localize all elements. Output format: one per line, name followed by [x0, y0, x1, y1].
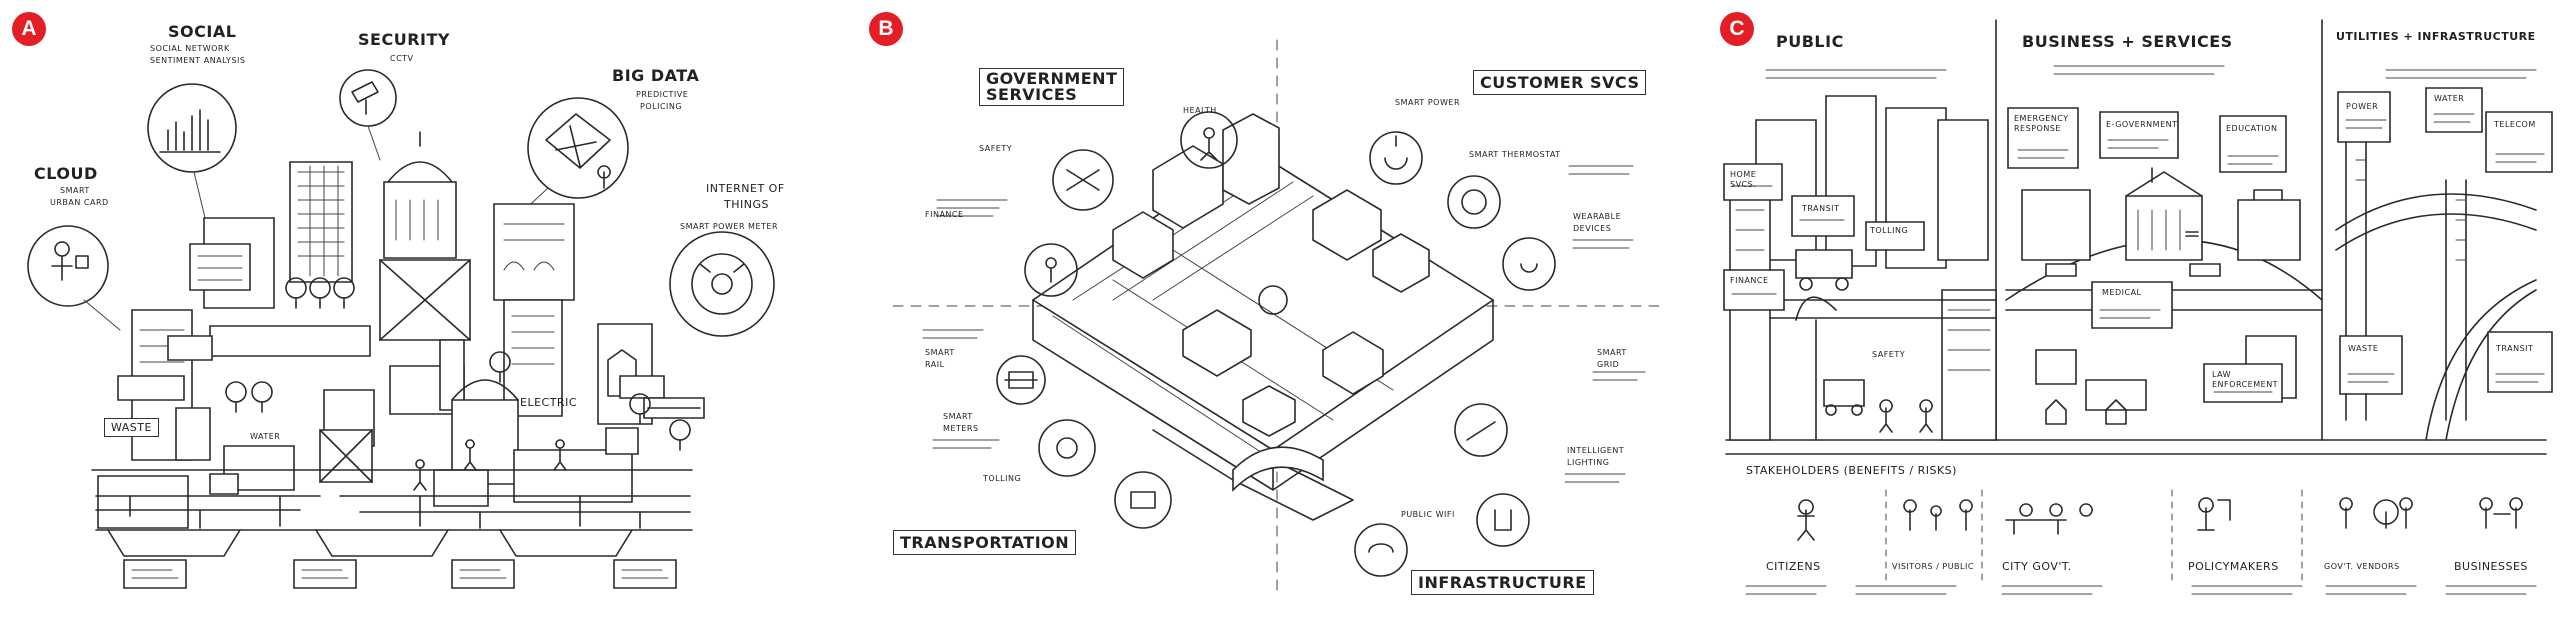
- label-finance: Finance: [1730, 276, 1769, 285]
- business-buildings: [2006, 168, 2322, 424]
- label-urban-card: Urban Card: [50, 198, 109, 207]
- bottom-plates: [124, 560, 676, 588]
- label-telecom: Telecom: [2494, 120, 2536, 129]
- label-law: Law: [2212, 370, 2232, 379]
- panel-b-sketch: [853, 0, 1706, 624]
- label-devices: Devices: [1573, 224, 1612, 233]
- label-things: Things: [724, 198, 769, 211]
- label-medical: Medical: [2102, 288, 2142, 297]
- label-big-data: Big Data: [612, 66, 700, 85]
- label-smart-meters-1: Smart: [943, 412, 973, 421]
- label-public-wifi: Public WiFi: [1401, 510, 1455, 519]
- social-bar-chart-icon: [148, 84, 236, 172]
- label-social: Social: [168, 22, 237, 41]
- cloud-smart-card-icon: [28, 226, 108, 306]
- label-sentiment-analysis: Sentiment Analysis: [150, 56, 246, 65]
- label-smart-power: Smart Power: [1395, 98, 1461, 107]
- security-cctv-icon: [340, 70, 396, 126]
- label-waste: Waste: [104, 418, 159, 437]
- label-smart-rail-1: Smart: [925, 348, 955, 357]
- label-transit: Transit: [1802, 204, 1840, 213]
- label-smart-meters-2: Meters: [943, 424, 979, 433]
- label-government-services: Government Services: [979, 68, 1125, 106]
- label-city-govt: City Gov't.: [2002, 560, 2072, 573]
- label-smart-rail-2: Rail: [925, 360, 945, 369]
- panel-a-badge: A: [12, 12, 46, 46]
- sign-boxes: [1724, 88, 2552, 402]
- label-e-government: E-Government: [2106, 120, 2178, 129]
- label-power: Power: [2346, 102, 2379, 111]
- label-smart-thermostat: Smart Thermostat: [1469, 150, 1561, 159]
- panel-a-smart-city-technologies: A: [0, 0, 853, 624]
- label-internet-of: Internet of: [706, 182, 785, 195]
- label-intelligent: Intelligent: [1567, 446, 1625, 455]
- label-cloud: Cloud: [34, 164, 98, 183]
- label-svcs: Svcs.: [1730, 180, 1757, 189]
- panel-a-sketch: [0, 0, 853, 624]
- big-data-map-icon: [528, 98, 628, 198]
- label-stakeholders: Stakeholders (Benefits / Risks): [1746, 464, 1957, 477]
- label-public: Public: [1776, 32, 1844, 51]
- label-social-network: Social Network: [150, 44, 230, 53]
- label-education: Education: [2226, 124, 2278, 133]
- label-utilities-infrastructure: Utilities + Infrastructure: [2336, 30, 2536, 43]
- stakeholder-figures: [1798, 498, 2522, 540]
- label-wearable: Wearable: [1573, 212, 1622, 221]
- trees: [226, 278, 690, 450]
- label-policymakers: Policymakers: [2188, 560, 2279, 573]
- label-customer-svcs: Customer Svcs: [1473, 70, 1647, 95]
- label-response: Response: [2014, 124, 2061, 133]
- label-safety: Safety: [979, 144, 1013, 153]
- service-icons: [997, 112, 1555, 576]
- label-infrastructure: Infrastructure: [1411, 570, 1594, 595]
- label-enforcement: Enforcement: [2212, 380, 2279, 389]
- label-smart-grid-1: Smart: [1597, 348, 1627, 357]
- label-smart-power-meter: Smart Power Meter: [680, 222, 779, 231]
- panel-c-badge: C: [1720, 12, 1754, 46]
- panel-c-stakeholders: C: [1706, 0, 2560, 624]
- label-safety: Safety: [1872, 350, 1906, 359]
- panel-c-sketch: [1706, 0, 2560, 624]
- label-business-services: Business + Services: [2022, 32, 2233, 51]
- label-visitors-public: Visitors / Public: [1892, 562, 1974, 571]
- label-security: Security: [358, 30, 450, 49]
- label-health: Health: [1183, 106, 1217, 115]
- label-finance: Finance: [925, 210, 964, 219]
- smart-power-meter-icon: [670, 232, 774, 336]
- label-home: Home: [1730, 170, 1757, 179]
- panel-b-badge: B: [869, 12, 903, 46]
- label-businesses: Businesses: [2454, 560, 2528, 573]
- label-electric: Electric: [520, 396, 577, 409]
- label-cctv: CCTV: [390, 54, 414, 63]
- label-policing: Policing: [640, 102, 683, 111]
- city-buildings: [98, 132, 704, 528]
- people: [414, 440, 566, 490]
- label-smart-grid-2: Grid: [1597, 360, 1620, 369]
- label-emergency: Emergency: [2014, 114, 2069, 123]
- label-transit-utilities: Transit: [2496, 344, 2534, 353]
- label-services: Services: [986, 85, 1078, 104]
- label-tolling: Tolling: [983, 474, 1022, 483]
- label-predictive: Predictive: [636, 90, 689, 99]
- label-water: Water: [250, 432, 281, 441]
- panel-b-smart-city-services: B: [853, 0, 1706, 624]
- underground-pipes: [92, 470, 692, 556]
- isometric-city: [1033, 114, 1493, 490]
- label-waste: Waste: [2348, 344, 2379, 353]
- label-smart: Smart: [60, 186, 90, 195]
- label-transportation: Transportation: [893, 530, 1077, 555]
- label-lighting: Lighting: [1567, 458, 1610, 467]
- label-citizens: Citizens: [1766, 560, 1821, 573]
- label-government: Government: [986, 69, 1118, 88]
- label-water: Water: [2434, 94, 2465, 103]
- label-govt-vendors: Gov't. Vendors: [2324, 562, 2400, 571]
- label-tolling: Tolling: [1870, 226, 1909, 235]
- public-buildings: [1730, 96, 1996, 440]
